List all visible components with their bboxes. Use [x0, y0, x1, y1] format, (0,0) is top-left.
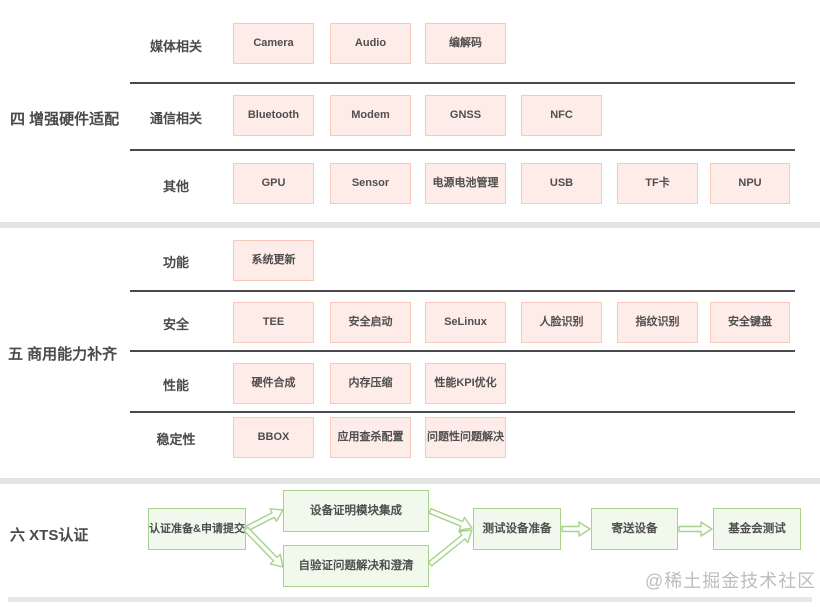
arrow-top-to-prepare	[428, 507, 473, 532]
section-divider	[0, 222, 820, 228]
capability-box: TF卡	[617, 163, 698, 204]
row-divider	[130, 82, 795, 84]
capability-box: NFC	[521, 95, 602, 136]
row-label-other: 其他	[162, 179, 189, 194]
capability-box: 系统更新	[233, 240, 314, 281]
section-title-commercial: 五 商用能力补齐	[8, 346, 118, 363]
row-label-communication: 通信相关	[149, 111, 202, 126]
row-label-stability: 稳定性	[156, 432, 196, 447]
capability-box: GNSS	[425, 95, 506, 136]
flow-step-device-attestation: 设备证明模块集成	[283, 490, 429, 532]
flow-step-prepare-devices: 测试设备准备	[473, 508, 561, 550]
row-divider	[130, 411, 795, 413]
arrow-prepare-to-ship	[561, 521, 591, 537]
section-divider	[0, 478, 820, 484]
capability-box: 安全启动	[330, 302, 411, 343]
capability-box: 硬件合成	[233, 363, 314, 404]
flow-step-foundation-test: 基金会测试	[713, 508, 801, 550]
capability-box: USB	[521, 163, 602, 204]
capability-box: 指纹识别	[617, 302, 698, 343]
capability-box: Audio	[330, 23, 411, 64]
section-title-xts: 六 XTS认证	[10, 527, 89, 544]
arrow-start-to-bottom	[243, 526, 284, 568]
row-divider	[130, 149, 795, 151]
capability-box: 问题性问题解决	[425, 417, 506, 458]
flow-arrows	[243, 507, 713, 568]
capability-box: Camera	[233, 23, 314, 64]
row-label-performance: 性能	[162, 378, 189, 393]
watermark: @稀土掘金技术社区	[645, 571, 817, 591]
row-divider	[130, 350, 795, 352]
row-label-function: 功能	[162, 255, 189, 270]
row-divider	[130, 290, 795, 292]
capability-box: 性能KPI优化	[425, 363, 506, 404]
capability-box: BBOX	[233, 417, 314, 458]
capability-box: TEE	[233, 302, 314, 343]
arrow-ship-to-test	[678, 521, 713, 537]
capability-box: Sensor	[330, 163, 411, 204]
row-label-security: 安全	[162, 317, 189, 332]
capability-box: Modem	[330, 95, 411, 136]
arrow-start-to-top	[244, 508, 284, 532]
capability-box: Bluetooth	[233, 95, 314, 136]
capability-box: 编解码	[425, 23, 506, 64]
capability-box: 安全键盘	[710, 302, 790, 343]
capability-box: NPU	[710, 163, 790, 204]
section-title-hardware: 四 增强硬件适配	[10, 111, 120, 128]
flow-step-ship-devices: 寄送设备	[591, 508, 678, 550]
flow-step-self-verification: 自验证问题解决和澄清	[283, 545, 429, 587]
bottom-divider	[8, 597, 812, 602]
capability-box: 电源电池管理	[425, 163, 506, 204]
capability-box: 内存压缩	[330, 363, 411, 404]
capability-box: SeLinux	[425, 302, 506, 343]
arrow-bottom-to-prepare	[427, 529, 473, 567]
capability-box: 人脸识别	[521, 302, 602, 343]
capability-box: GPU	[233, 163, 314, 204]
capability-box: 应用查杀配置	[330, 417, 411, 458]
flow-step-start: 认证准备&申请提交	[148, 508, 246, 550]
row-label-media: 媒体相关	[149, 39, 202, 54]
